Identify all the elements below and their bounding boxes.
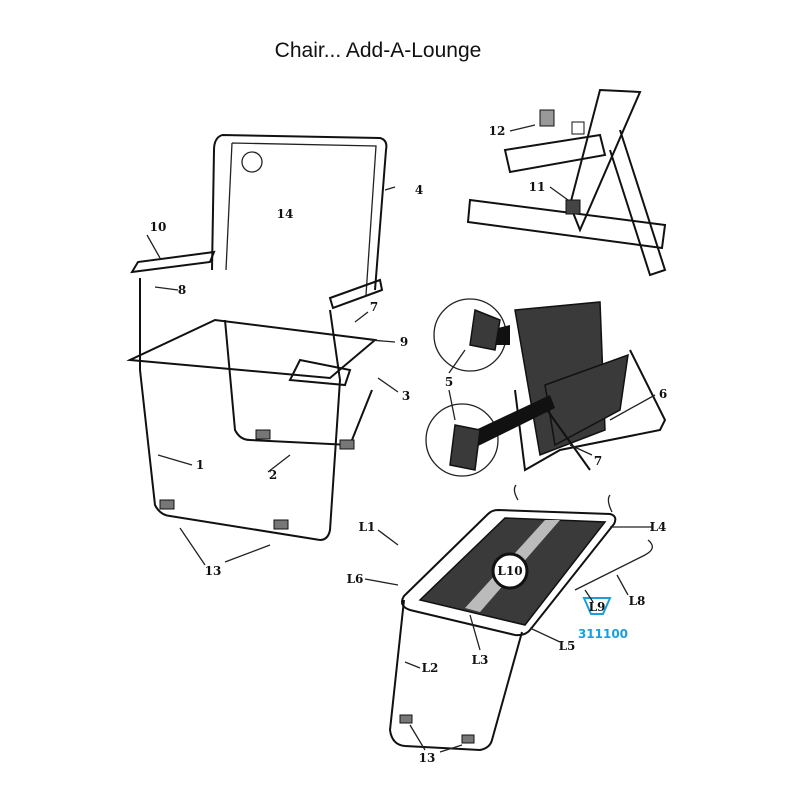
label-L6: L6 [347, 572, 364, 586]
label-14: 14 [277, 207, 294, 221]
label-L3: L3 [472, 653, 489, 667]
diagram-title: Chair... Add-A-Lounge [275, 39, 482, 62]
L10-callout-circle [491, 552, 529, 590]
label-L2: L2 [422, 661, 439, 675]
hinge-detail-drawing [466, 88, 667, 277]
label-4: 4 [415, 183, 423, 197]
part-number: 311100 [578, 627, 628, 641]
assembly-leaders [448, 349, 656, 456]
chair-backrest-frame [211, 134, 388, 291]
fabric-assembly-drawing [425, 298, 667, 477]
label-L4: L4 [650, 520, 667, 534]
chair-leaders [146, 186, 399, 566]
label-L10: L10 [497, 564, 522, 578]
label-lounge-13: 13 [419, 751, 436, 765]
label-2: 2 [269, 468, 277, 482]
label-7b: 7 [594, 454, 602, 468]
label-10: 10 [150, 220, 167, 234]
chair-logo [241, 151, 263, 173]
label-13: 13 [205, 564, 222, 578]
label-11: 11 [529, 180, 546, 194]
label-1: 1 [196, 458, 204, 472]
lounge-leaders [364, 526, 652, 753]
chair-front-legs [139, 278, 342, 541]
label-9: 9 [400, 335, 408, 349]
chair-rear-legs [224, 319, 373, 447]
label-L8: L8 [629, 594, 646, 608]
label-3: 3 [402, 389, 410, 403]
label-6: 6 [659, 387, 667, 401]
label-L5: L5 [559, 639, 576, 653]
L9-trapezoid-callout [582, 597, 612, 615]
armrest-right [328, 278, 384, 310]
label-L9: L9 [589, 600, 606, 614]
lounge-drawing [388, 484, 653, 752]
armrest-left [130, 250, 216, 274]
label-5: 5 [445, 375, 453, 389]
arm-support [288, 358, 352, 387]
chair-drawing [126, 134, 388, 541]
label-7: 7 [370, 300, 378, 314]
label-8: 8 [178, 283, 186, 297]
label-L1: L1 [359, 520, 376, 534]
label-12: 12 [489, 124, 506, 138]
